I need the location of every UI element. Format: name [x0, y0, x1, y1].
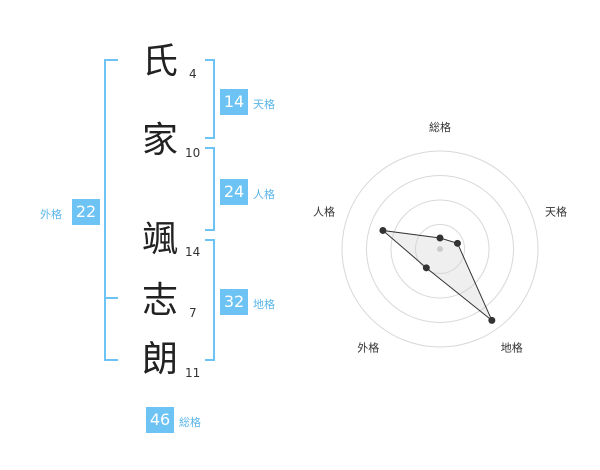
chikaku-value: 32 — [220, 289, 248, 315]
radar-axis-label-1: 総格 — [429, 120, 451, 134]
jinkaku-bracket — [205, 147, 215, 231]
tenkaku-bracket — [205, 59, 215, 139]
radar-axis-label-3: 地格 — [501, 341, 523, 355]
radar-axis-label-4: 外格 — [357, 341, 379, 355]
name-char-4: 志 — [142, 280, 179, 321]
radar-axis-label-2: 天格 — [545, 204, 567, 218]
gaikaku-label: 外格 — [40, 208, 62, 221]
stroke-count-1: 4 — [189, 67, 197, 81]
radar-point-3 — [488, 316, 496, 324]
radar-ring-1 — [415, 224, 465, 274]
jinkaku-value: 24 — [220, 179, 248, 205]
radar-center — [437, 246, 443, 252]
name-char-1: 氏 — [142, 41, 179, 82]
chikaku-bracket — [205, 239, 215, 361]
jinkaku-label: 人格 — [253, 188, 275, 201]
name-char-2: 家 — [142, 120, 179, 161]
radar-ring-3 — [366, 175, 514, 323]
soukaku-value: 46 — [146, 407, 174, 433]
stroke-count-4: 7 — [189, 306, 197, 320]
stroke-count-5: 11 — [185, 366, 201, 380]
name-char-3: 颯 — [142, 219, 179, 260]
radar-ring-4 — [341, 150, 539, 348]
tenkaku-label: 天格 — [253, 98, 275, 111]
radar-ring-2 — [390, 199, 490, 299]
radar-axis-label-5: 人格 — [313, 204, 335, 218]
chikaku-label: 地格 — [253, 298, 275, 311]
radar-point-2 — [453, 239, 461, 247]
gaikaku-value: 22 — [72, 199, 100, 225]
radar-point-5 — [379, 226, 387, 234]
radar-point-1 — [436, 234, 444, 242]
stroke-count-2: 10 — [185, 146, 201, 160]
soukaku-label: 総格 — [179, 416, 201, 429]
stroke-count-3: 14 — [185, 245, 201, 259]
tenkaku-value: 14 — [220, 89, 248, 115]
gaikaku-bracket — [104, 59, 118, 361]
name-char-5: 朗 — [142, 339, 179, 380]
radar-point-4 — [422, 264, 430, 272]
